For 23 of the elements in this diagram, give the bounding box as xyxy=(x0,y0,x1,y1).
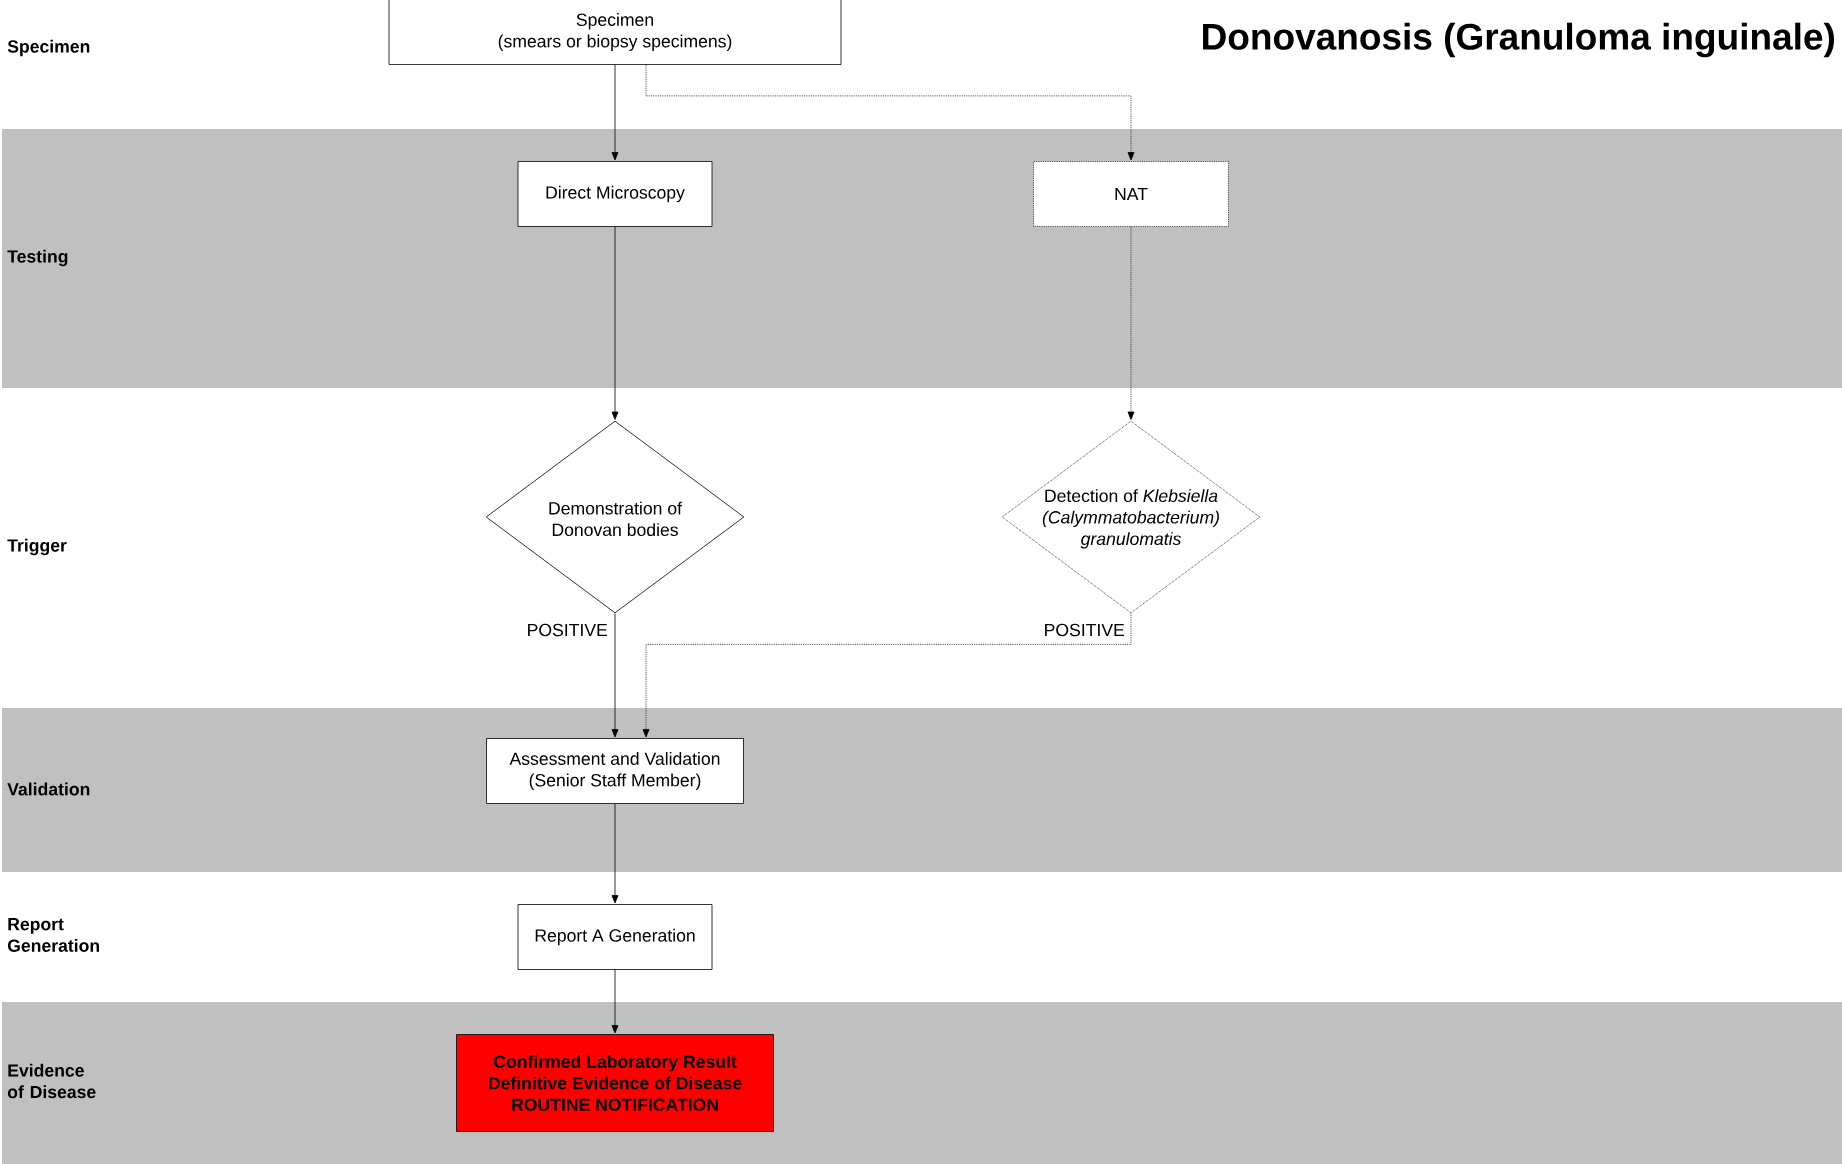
process-box: Specimen (smears or biopsy specimens) xyxy=(388,0,842,65)
process-box: Report A Generation xyxy=(517,904,713,970)
process-box: Assessment and Validation (Senior Staff Member) xyxy=(486,738,744,804)
arrow xyxy=(1127,226,1135,420)
edge-label: POSITIVE xyxy=(524,621,610,639)
process-box: Direct Microscopy xyxy=(517,161,713,227)
title: Donovanosis (Granuloma inguinale) xyxy=(1203,22,1834,58)
lane-label: Trigger xyxy=(7,538,67,556)
lane-label: Testing xyxy=(7,249,68,267)
arrow xyxy=(645,64,1135,161)
lane-label: Evidence of Disease xyxy=(7,1063,96,1099)
result-box: Confirmed Laboratory Result Definitive Evidence of Disease ROUTINE NOTIFICATION xyxy=(456,1034,774,1132)
lane-label: Validation xyxy=(7,782,90,796)
process-box: NAT xyxy=(1033,161,1229,227)
lane-label: Specimen xyxy=(7,39,90,57)
arrow xyxy=(611,969,619,1034)
arrow xyxy=(642,613,1132,738)
arrow xyxy=(611,226,619,420)
lane-label: Report Generation xyxy=(7,918,100,952)
arrow xyxy=(611,64,619,161)
arrow xyxy=(611,613,619,738)
arrow xyxy=(611,803,619,904)
edge-label: POSITIVE xyxy=(1041,621,1127,639)
